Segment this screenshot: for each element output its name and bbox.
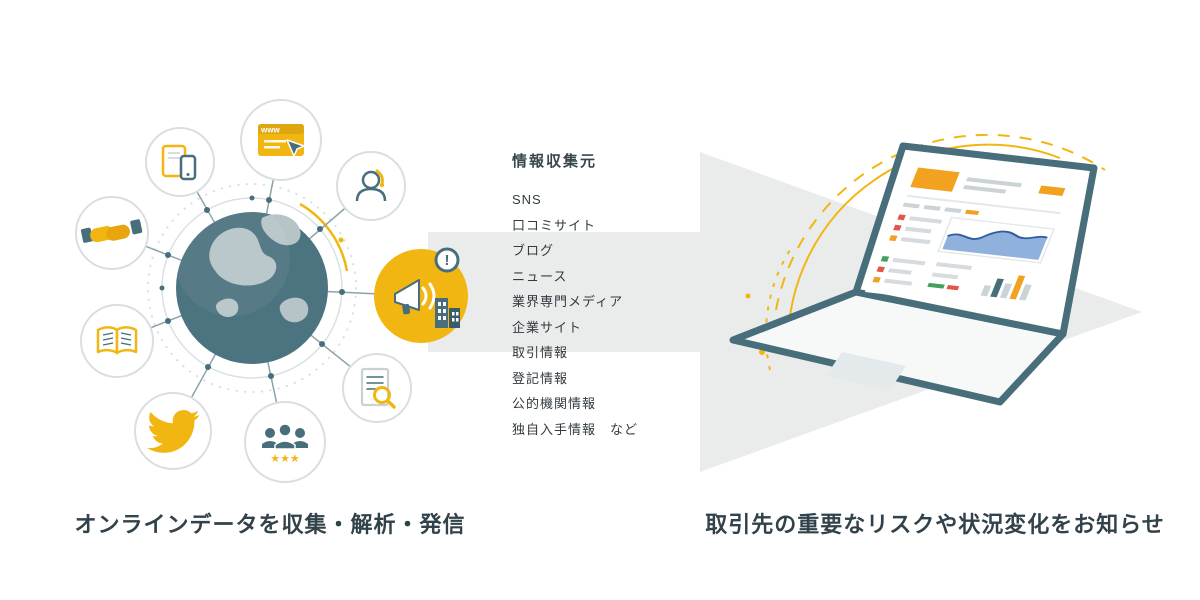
online-data-network: www [75, 99, 468, 483]
source-item: 業界専門メディア [512, 294, 624, 309]
alert-broadcast-icon: ! [374, 247, 468, 343]
browser-www-label: www [260, 126, 280, 135]
devices-icon [145, 127, 215, 197]
sources-title: 情報収集元 [512, 153, 598, 170]
rating-stars: ★★★ [270, 453, 300, 465]
source-item: 独自入手情報 など [512, 421, 639, 437]
team-rating-icon: ★★★ [244, 401, 326, 483]
globe [174, 200, 328, 364]
source-item: 口コミサイト [512, 217, 597, 233]
sources-panel: 情報収集元 SNS 口コミサイト ブログ ニュース 業界専門メディア 企業サイト… [512, 150, 638, 442]
svg-text:!: ! [445, 252, 450, 269]
orbit-rings [147, 183, 357, 393]
source-item: ニュース [512, 268, 568, 284]
document-search-icon [342, 353, 412, 423]
caption-right: 取引先の重要なリスクや状況変化をお知らせ [705, 512, 1165, 537]
source-item: 登記情報 [512, 370, 569, 386]
source-item: SNS [512, 192, 542, 207]
buildings-glyph [435, 298, 460, 328]
source-item: 取引情報 [512, 345, 569, 360]
flow-arrow [428, 152, 1142, 472]
source-item: 公的機関情報 [512, 396, 597, 411]
decor-arcs [745, 133, 1106, 371]
twitter-bird-icon [134, 392, 212, 470]
book-icon [80, 304, 154, 378]
laptop-illustration [729, 142, 1098, 406]
support-agent-icon [336, 151, 406, 221]
exclamation-badge: ! [434, 247, 460, 273]
laptop-touchpad [826, 352, 906, 390]
sources-list: SNS 口コミサイト ブログ ニュース 業界専門メディア 企業サイト 取引情報 … [512, 187, 638, 442]
dashboard-screen [865, 162, 1078, 310]
browser-www-icon: www [240, 99, 322, 181]
connector-dots [165, 197, 345, 379]
source-item: ブログ [512, 243, 555, 258]
handshake-icon [75, 196, 149, 270]
source-item: 企業サイト [512, 319, 583, 335]
caption-left: オンラインデータを収集・解析・発信 [74, 512, 466, 537]
